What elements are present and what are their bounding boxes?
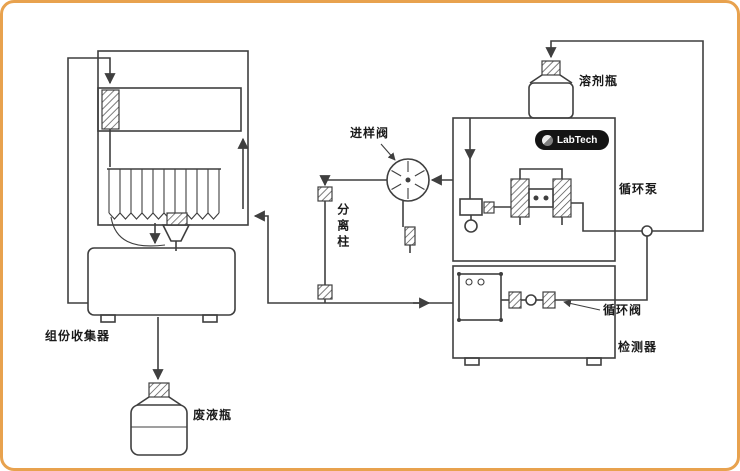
label-circulation-pump: 循环泵 [619, 182, 659, 196]
flow-cell-screw [457, 318, 461, 322]
label-solvent-bottle: 溶剂瓶 [579, 74, 619, 88]
hplc-flow-diagram [67, 40, 704, 456]
detector-to-collector-line [253, 210, 453, 304]
flow-cell-window [477, 278, 485, 286]
pump-screw-left [533, 195, 539, 201]
drain-funnel-cap [166, 212, 188, 226]
pump-recycle-link [571, 202, 615, 232]
label-separation-column: 分离柱 [335, 203, 350, 251]
recycle-valve-fitting-left [508, 291, 522, 309]
purge-knob [464, 219, 478, 233]
valve-to-tee-line [615, 236, 648, 301]
collector-base [87, 247, 236, 316]
waste-bottle-body [130, 404, 188, 456]
detector-unit [452, 265, 616, 366]
recycle-to-bottle-line [545, 40, 704, 232]
tee-fitting [641, 225, 653, 237]
purge-valve-block [459, 198, 483, 216]
label-injection-valve: 进样阀 [350, 126, 390, 140]
pump-head-right [552, 178, 572, 218]
purge-fitting [483, 201, 495, 214]
waste-bottle-shoulder [136, 396, 182, 406]
collector-feed-tube [67, 57, 116, 304]
arm-travel-curve [110, 216, 166, 247]
valve-center [405, 177, 411, 183]
label-waste-bottle: 废液瓶 [193, 408, 233, 422]
column-top-fitting [317, 186, 333, 202]
flow-cell-screw [499, 318, 503, 322]
solvent-bottle [528, 60, 574, 119]
dispenser-head [101, 89, 120, 130]
valve-ports [391, 161, 425, 199]
labtech-globe-icon [542, 134, 553, 146]
detector-housing [452, 265, 616, 359]
sample-loop-plug [404, 226, 416, 246]
tube-rack-tubes [108, 169, 220, 213]
detector-foot-left [464, 357, 480, 366]
pump-drive-block [528, 188, 554, 208]
injection-valve [380, 143, 430, 253]
recycle-valve-body [525, 294, 537, 306]
valve-to-column-line [319, 175, 387, 187]
label-circulation-valve: 循环阀 [603, 303, 643, 317]
pump-unit [452, 117, 616, 262]
fraction-collector [67, 50, 249, 323]
flow-cell-screw [457, 272, 461, 276]
waste-bottle [130, 317, 188, 456]
label-fraction-collector: 组份收集器 [45, 329, 111, 343]
solvent-bottle-cap [541, 60, 561, 76]
pump-top-manifold [519, 168, 563, 179]
label-detector: 检测器 [618, 340, 658, 354]
labtech-brand-text: LabTech [557, 134, 598, 146]
solvent-bottle-body [528, 82, 574, 119]
collector-foot-left [100, 314, 116, 323]
solvent-bottle-shoulder [529, 74, 573, 84]
waste-bottle-cap [148, 382, 170, 398]
drain-funnel [161, 224, 191, 242]
flow-cell [458, 273, 502, 321]
pump-bottom-stubs [519, 217, 563, 225]
pump-head-left [510, 178, 530, 218]
circulation-valve-pointer [563, 299, 601, 311]
tube-rack-bottom [108, 212, 220, 220]
pump-screw-right [543, 195, 549, 201]
separation-column [317, 186, 333, 303]
flow-cell-window [465, 278, 473, 286]
injection-valve-pointer [380, 143, 396, 161]
flow-cell-screw [499, 272, 503, 276]
tubing [253, 40, 704, 309]
collector-arm [97, 87, 242, 132]
column-bottom-fitting [317, 284, 333, 300]
collector-foot-right [202, 314, 218, 323]
labtech-logo: LabTech [535, 130, 609, 150]
detector-foot-right [586, 357, 602, 366]
recycle-valve-fitting-right [542, 291, 556, 309]
